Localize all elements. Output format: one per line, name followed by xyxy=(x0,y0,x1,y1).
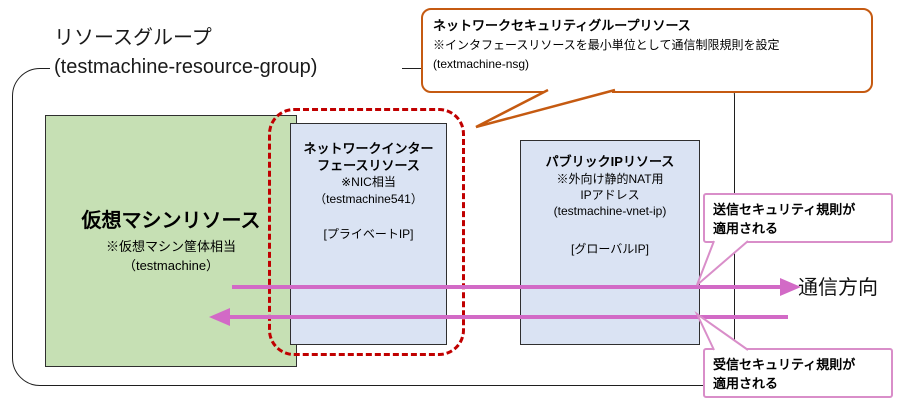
inbound-rule-callout: 受信セキュリティ規則が 適用される xyxy=(703,348,893,398)
nic-resource-box: ネットワークインター フェースリソース ※NIC相当 （testmachine5… xyxy=(290,123,447,345)
resource-group-subtitle: (testmachine-resource-group) xyxy=(54,56,318,78)
nsg-callout: ネットワークセキュリティグループリソース ※インタフェースリソースを最小単位とし… xyxy=(421,8,873,93)
nsg-callout-description: ※インタフェースリソースを最小単位として通信制限規則を設定 xyxy=(433,38,780,52)
public-ip-note-line1: ※外向け静的NAT用 xyxy=(556,172,664,186)
nic-resource-name: （testmachine541） xyxy=(314,192,423,206)
vm-resource-note: ※仮想マシン筐体相当 xyxy=(105,238,236,254)
public-ip-name: (testmachine-vnet-ip) xyxy=(553,204,667,218)
nsg-callout-name: (textmachine-nsg) xyxy=(433,57,530,71)
public-ip-resource-box: パブリックIPリソース ※外向け静的NAT用 IPアドレス (testmachi… xyxy=(520,140,700,345)
public-ip-title: パブリックIPリソース xyxy=(545,154,675,169)
resource-group-title: リソースグループ xyxy=(54,27,212,49)
vm-resource-title: 仮想マシンリソース xyxy=(81,209,261,232)
inbound-rule-line2: 適用される xyxy=(713,376,779,391)
public-ip-global-label: [グローバルIP] xyxy=(571,242,649,256)
nic-private-ip-label: [プライベートIP] xyxy=(323,227,414,241)
nsg-callout-title: ネットワークセキュリティグループリソース xyxy=(433,18,691,33)
inbound-rule-line1: 受信セキュリティ規則が xyxy=(713,357,856,372)
nic-resource-title-line2: フェースリソース xyxy=(317,158,420,173)
direction-label: 通信方向 xyxy=(798,277,878,299)
outbound-rule-callout: 送信セキュリティ規則が 適用される xyxy=(703,193,893,243)
outbound-rule-line1: 送信セキュリティ規則が xyxy=(713,202,856,217)
vm-resource-box: 仮想マシンリソース ※仮想マシン筐体相当 （testmachine） xyxy=(45,115,297,367)
public-ip-note-line2: IPアドレス xyxy=(580,188,640,202)
nsg-scope-outline xyxy=(268,108,465,356)
resource-group-label: リソースグループ (testmachine-resource-group) xyxy=(50,22,402,84)
nic-resource-title-line1: ネットワークインター xyxy=(303,141,434,156)
vm-resource-name: （testmachine） xyxy=(122,257,220,273)
outbound-rule-line2: 適用される xyxy=(713,221,779,236)
nic-resource-note: ※NIC相当 xyxy=(341,175,396,189)
